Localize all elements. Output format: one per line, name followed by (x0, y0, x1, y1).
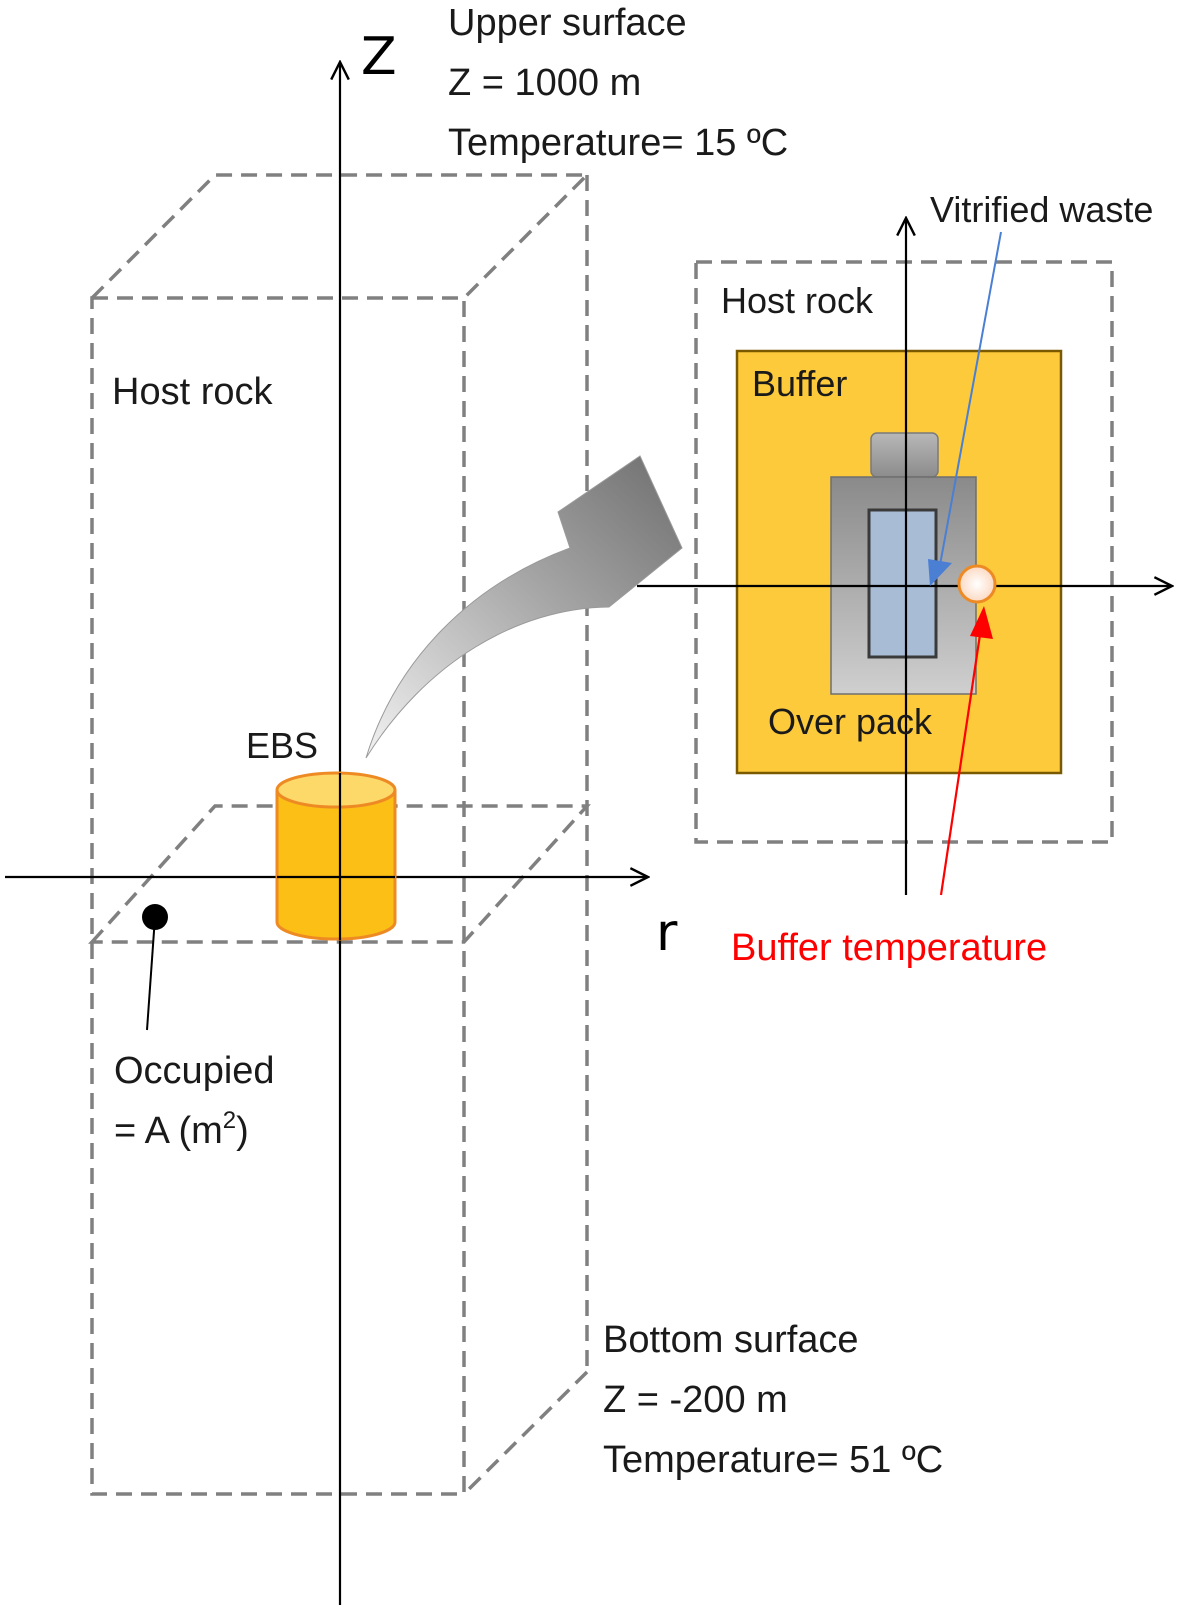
curved-arrow-icon (365, 455, 683, 759)
host-rock-top-face (90, 173, 592, 300)
buffer-label: Buffer (752, 363, 847, 404)
z-axis-label: Z (361, 27, 397, 87)
bottom-surface-temperature: Temperature= 51 ºC (603, 1439, 943, 1481)
upper-surface-temperature: Temperature= 15 ºC (448, 122, 788, 164)
buffer-temperature-arrow (939, 627, 983, 896)
buffer-temperature-label: Buffer temperature (731, 927, 1047, 969)
ebs-label: EBS (246, 725, 318, 766)
overpack-lid (870, 432, 939, 478)
bottom-surface-z: Z = -200 m (603, 1379, 788, 1421)
bottom-surface-title: Bottom surface (603, 1319, 859, 1361)
occupied-leader-line (146, 916, 156, 1031)
detail-host-rock-box (694, 260, 1114, 844)
circle-marker-icon (957, 564, 997, 604)
host-rock-bottom-edge (462, 1370, 589, 1496)
over-pack-label: Over pack (768, 701, 933, 742)
host-rock-label: Host rock (112, 371, 273, 413)
vitrified-waste-label: Vitrified waste (930, 189, 1153, 230)
host-rock-front-face (90, 296, 466, 1496)
vitrified-waste-block (867, 508, 938, 659)
vitrified-waste-arrowhead (928, 559, 952, 586)
r-axis-label: r (656, 903, 678, 963)
upper-surface-title: Upper surface (448, 2, 687, 44)
ebs-cylinder (275, 771, 397, 941)
detail-host-rock-label: Host rock (721, 280, 874, 321)
occupied-area-label: = A (m2) (114, 1107, 249, 1152)
vitrified-waste-arrow (939, 231, 1002, 566)
occupied-label: Occupied (114, 1050, 275, 1092)
occupied-area-superscript: 2 (223, 1107, 236, 1134)
upper-surface-z: Z = 1000 m (448, 62, 641, 104)
buffer-temperature-arrowhead (970, 606, 993, 639)
